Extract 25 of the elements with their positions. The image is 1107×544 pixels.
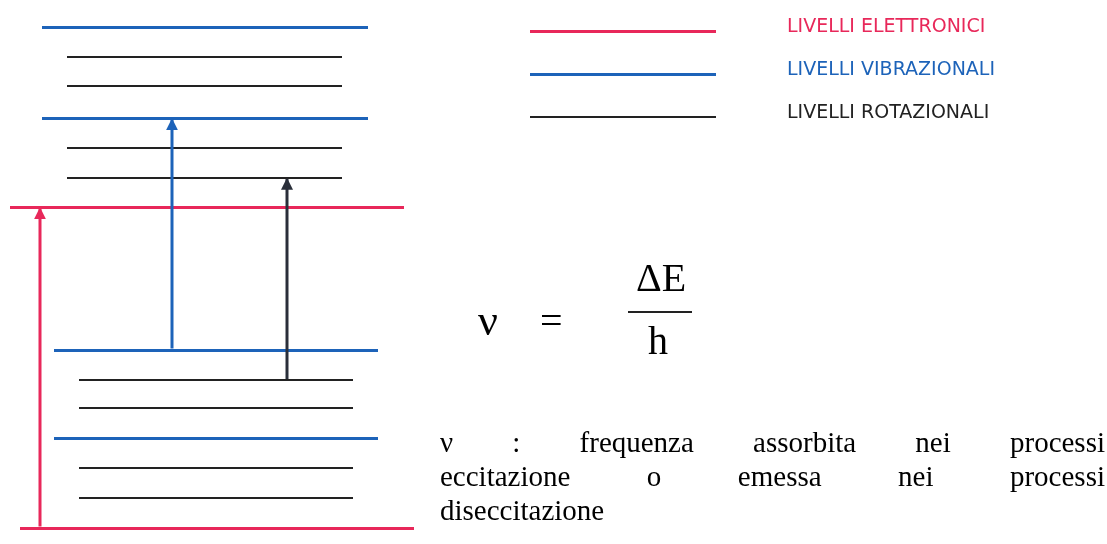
legend-label: LIVELLI ROTAZIONALI xyxy=(787,100,990,122)
formula-symbol: = xyxy=(540,298,563,344)
energy-level-line xyxy=(42,116,368,120)
legend-label: LIVELLI ELETTRONICI xyxy=(787,14,986,36)
transition-arrow xyxy=(281,177,293,379)
energy-level-line xyxy=(79,497,353,499)
energy-level-line xyxy=(20,526,414,530)
energy-level-line xyxy=(54,436,378,440)
energy-level-line xyxy=(42,25,368,29)
definition-text: ν : frequenza assorbita nei processi eccitazione o emessa nei processi diseccitazione xyxy=(440,425,1105,527)
legend-label: LIVELLI VIBRAZIONALI xyxy=(787,57,996,79)
energy-level-line xyxy=(67,177,342,179)
formula-numerator: ΔE xyxy=(636,255,687,301)
energy-level-line xyxy=(67,147,342,149)
energy-level-line xyxy=(79,467,353,469)
energy-level-line xyxy=(67,85,342,87)
energy-level-line xyxy=(10,205,404,209)
transition-arrow xyxy=(166,118,178,349)
energy-level-line xyxy=(79,379,353,381)
transition-arrow xyxy=(34,207,46,527)
energy-level-line xyxy=(67,56,342,58)
formula-symbol: ν xyxy=(478,296,498,347)
energy-level-line xyxy=(54,348,378,352)
formula-denominator: h xyxy=(648,318,668,364)
energy-level-line xyxy=(79,407,353,409)
